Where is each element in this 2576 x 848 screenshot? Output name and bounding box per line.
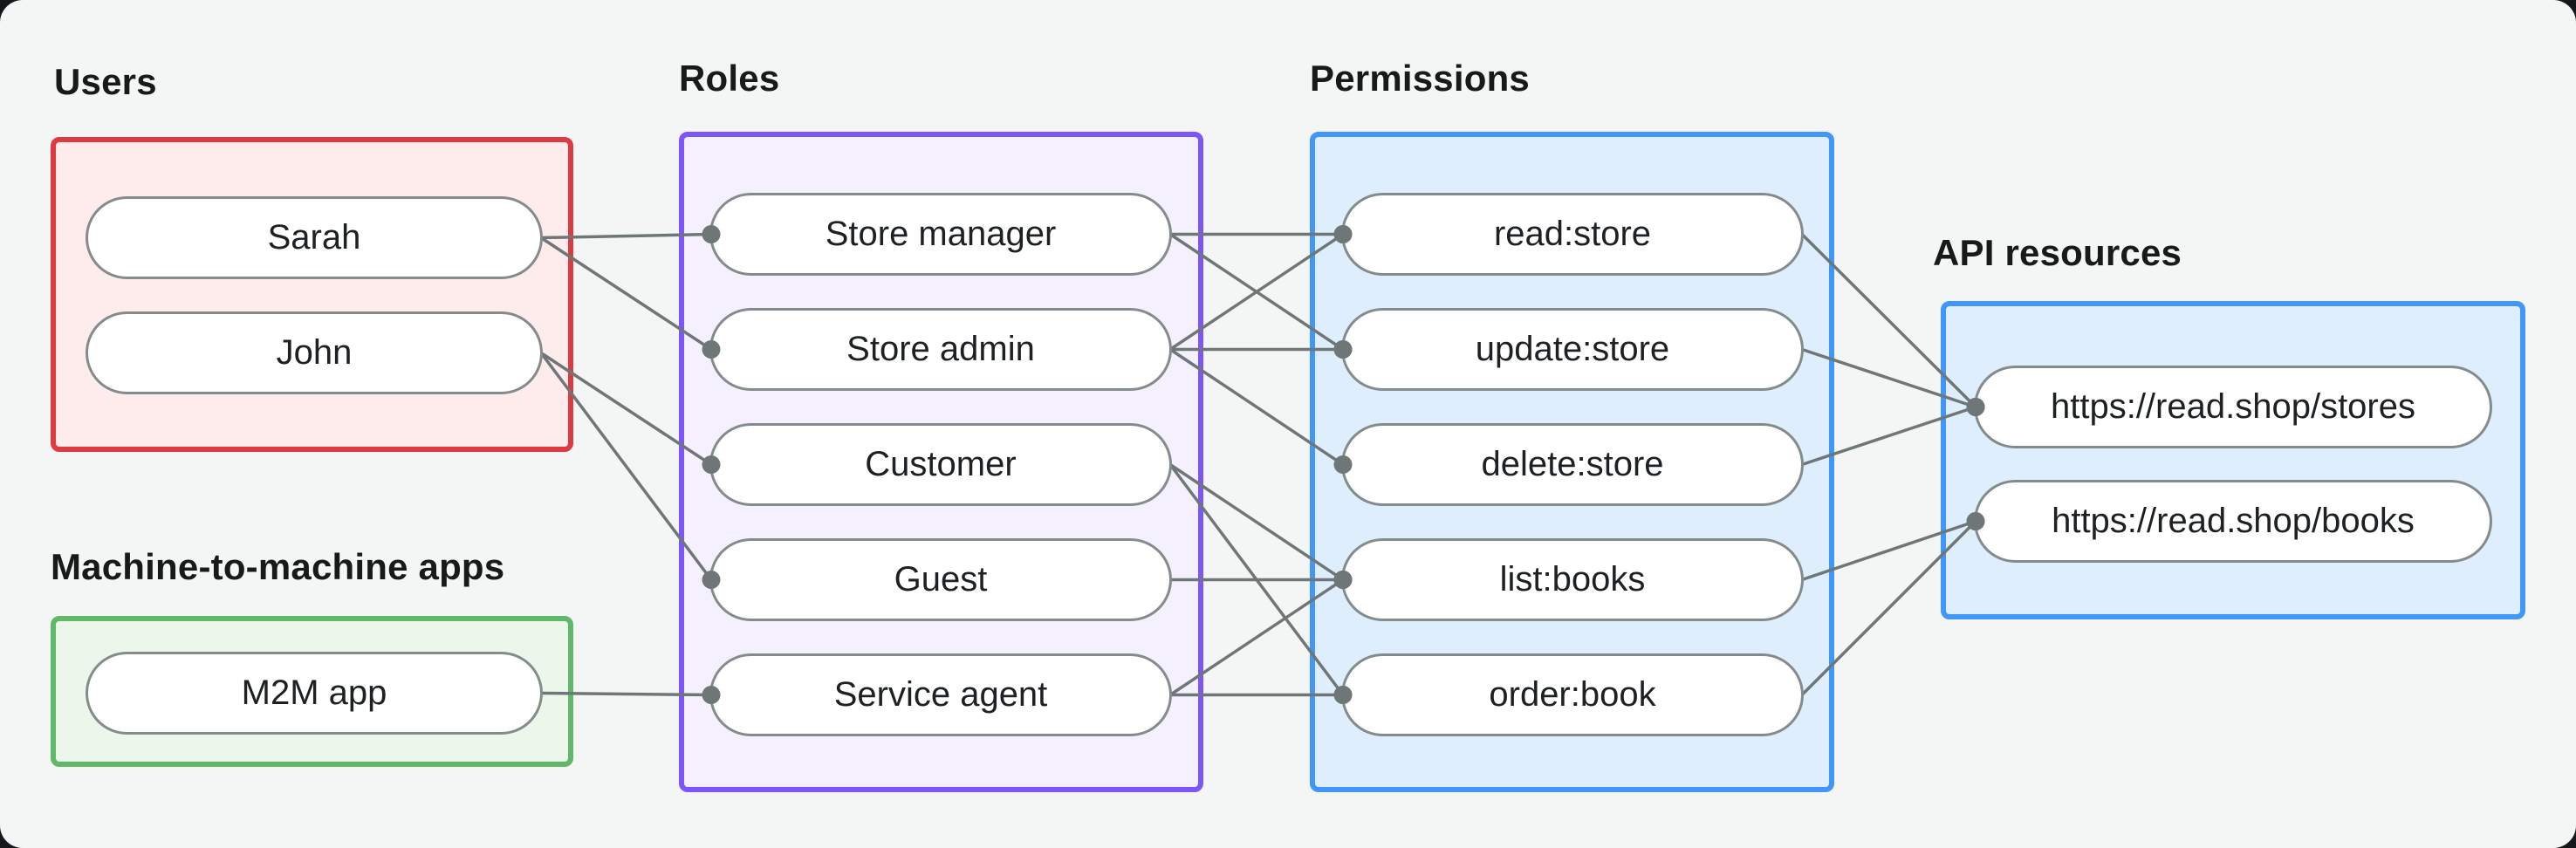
- permission-node-list-books: list:books: [1341, 538, 1804, 621]
- machine-to-machine-group-label: Machine-to-machine apps: [51, 546, 505, 587]
- users-group-label: Users: [54, 61, 157, 102]
- api-resources-group-box: [1941, 301, 2525, 619]
- permission-node-order-book: order:book: [1341, 653, 1804, 736]
- permission-node-delete-store: delete:store: [1341, 423, 1804, 506]
- permissions-group-label: Permissions: [1310, 58, 1530, 99]
- api-resources-group-label: API resources: [1933, 232, 2182, 273]
- permission-node-read-store: read:store: [1341, 193, 1804, 276]
- role-node-store-manager: Store manager: [709, 193, 1172, 276]
- user-node-sarah: Sarah: [86, 196, 543, 279]
- roles-group-label: Roles: [679, 58, 780, 99]
- users-group-box: [51, 137, 573, 452]
- role-node-guest: Guest: [709, 538, 1172, 621]
- permission-node-update-store: update:store: [1341, 308, 1804, 391]
- m2m-app-node: M2M app: [86, 652, 543, 735]
- role-node-customer: Customer: [709, 423, 1172, 506]
- user-node-john: John: [86, 311, 543, 394]
- role-node-store-admin: Store admin: [709, 308, 1172, 391]
- api-resource-node-books: https://read.shop/books: [1974, 480, 2492, 563]
- api-resource-node-stores: https://read.shop/stores: [1974, 366, 2492, 448]
- role-node-service-agent: Service agent: [709, 653, 1172, 736]
